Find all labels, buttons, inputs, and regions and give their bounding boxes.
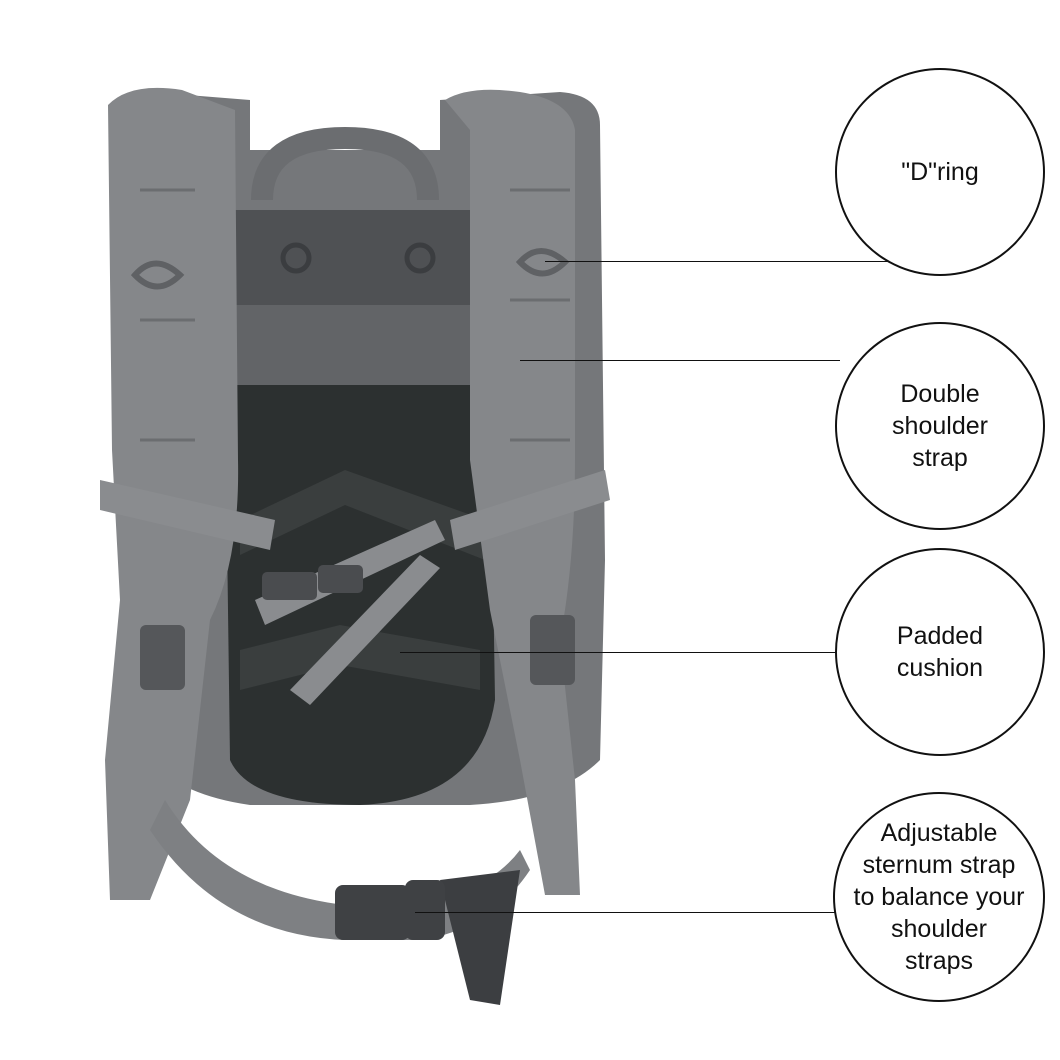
callout-padded-cushion: Padded cushion <box>835 548 1045 756</box>
callout-label: Padded cushion <box>896 622 984 682</box>
leader-line-sternum-strap <box>415 912 835 913</box>
callout-double-shoulder-strap: Double shoulder strap <box>835 322 1045 530</box>
callout-label: Adjustable sternum strap to balance your… <box>853 819 1025 975</box>
callout-sternum-strap: Adjustable sternum strap to balance your… <box>833 792 1045 1002</box>
leader-line-padded-cushion <box>400 652 836 653</box>
leader-line-shoulder-strap <box>520 360 840 361</box>
callout-label: Double shoulder strap <box>892 380 988 472</box>
callout-d-ring: "D"ring <box>835 68 1045 276</box>
callout-label: "D"ring <box>901 158 979 186</box>
leader-line-d-ring <box>545 261 890 262</box>
